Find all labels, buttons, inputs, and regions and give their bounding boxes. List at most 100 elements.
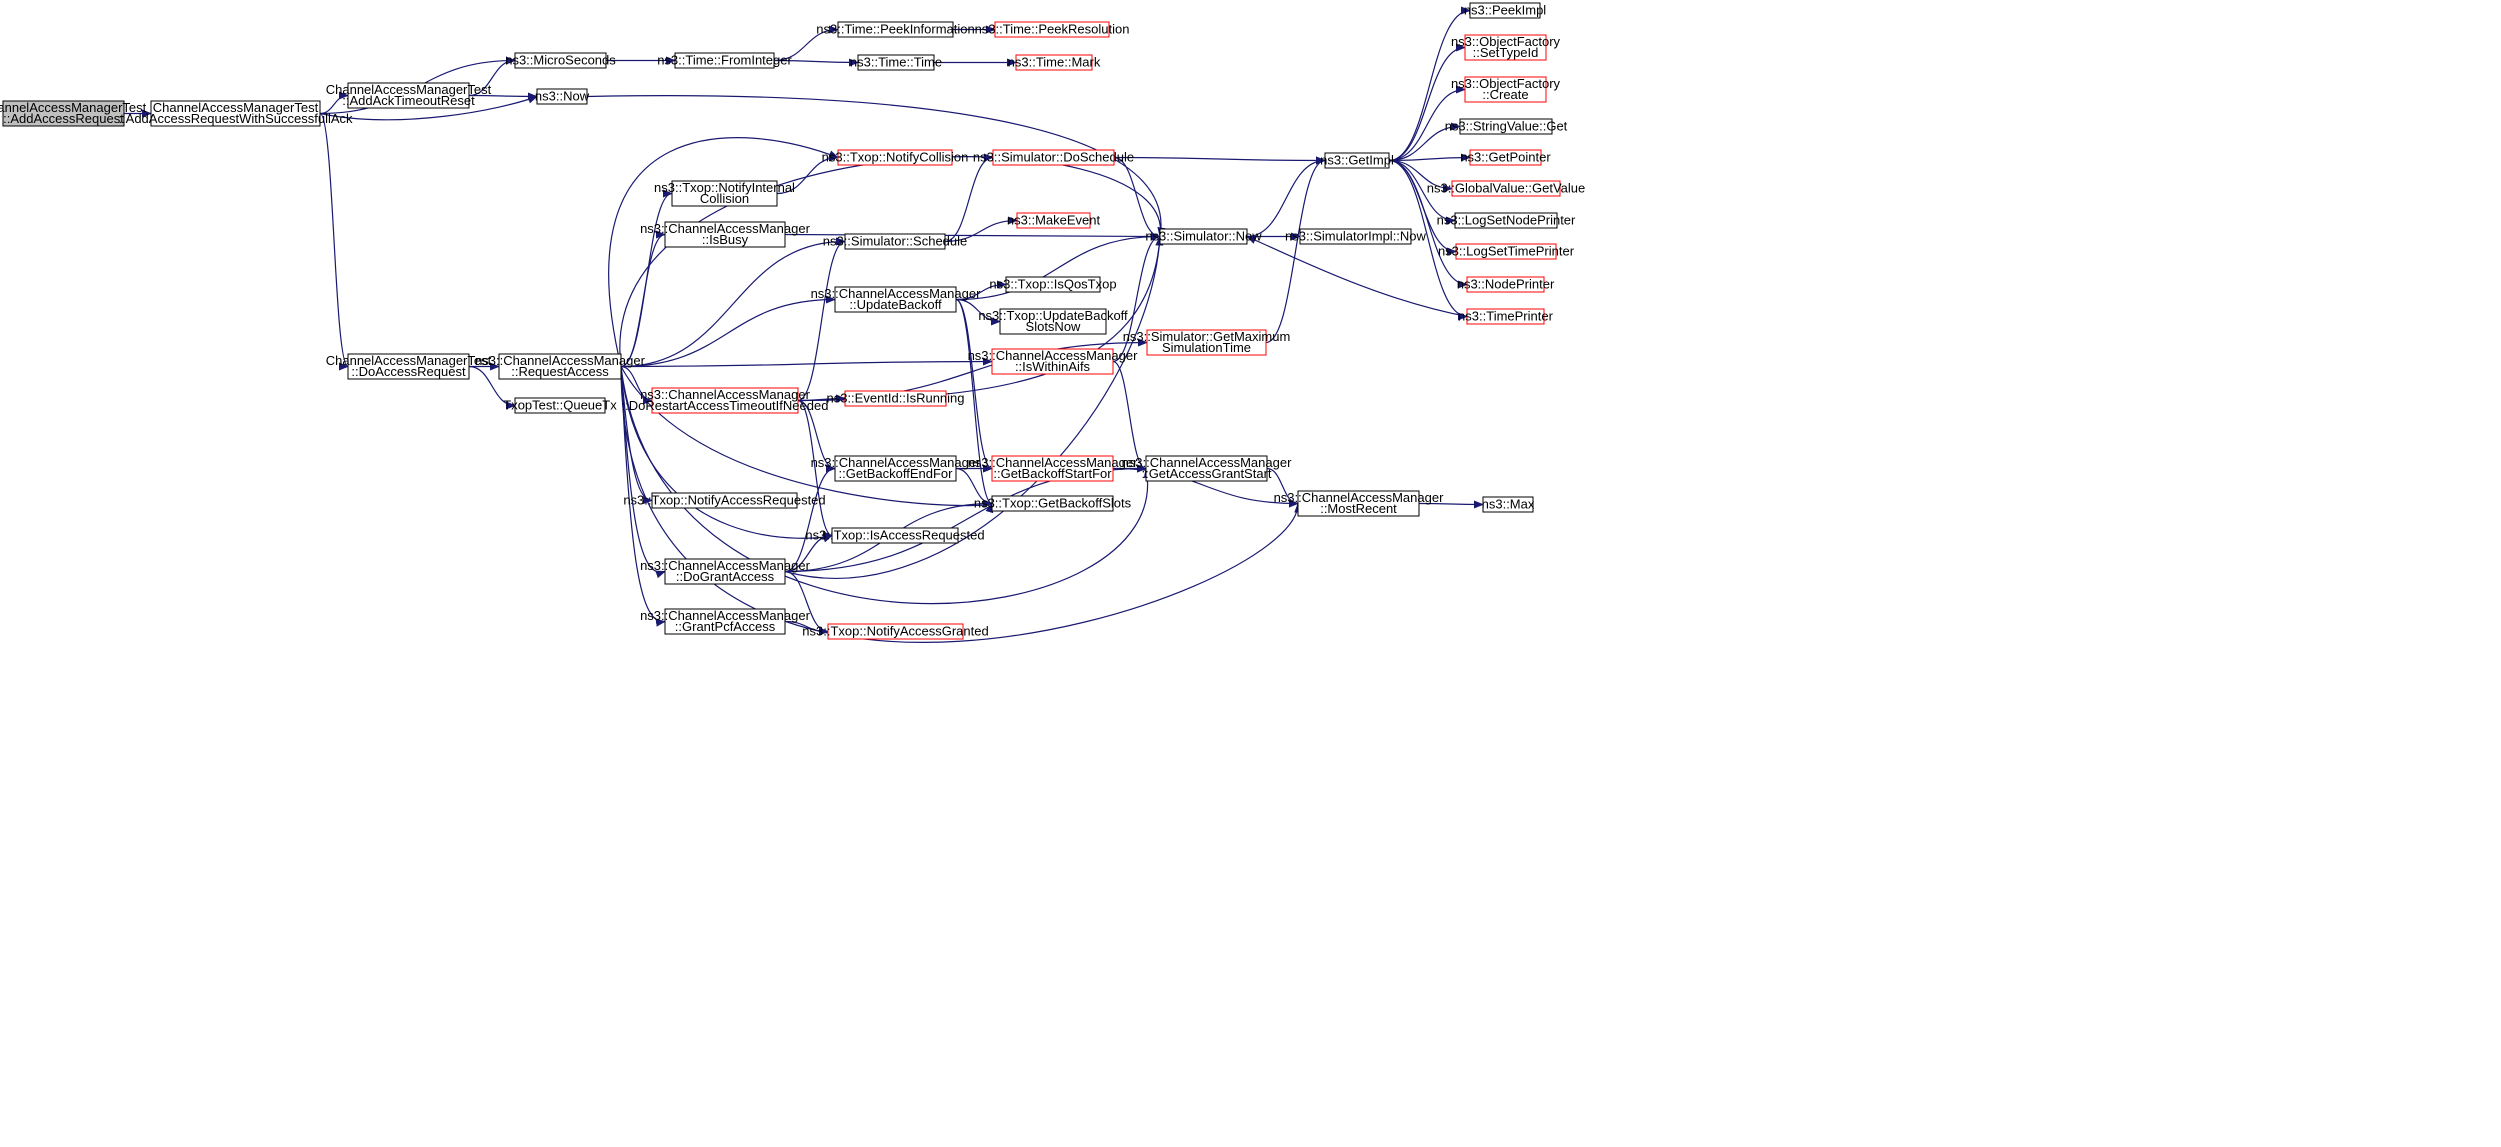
call-edge-reqaccess-to-isbusy (620, 230, 666, 368)
node-label: ::AddAccessRequestWithSuccessfullAck (118, 111, 353, 126)
node-dogrant[interactable]: ns3::ChannelAccessManager::DoGrantAccess (640, 558, 811, 585)
node-peekinfo[interactable]: ns3::Time::PeekInformation (816, 21, 975, 38)
node-label: ::RequestAccess (511, 364, 609, 379)
node-dorestart[interactable]: ns3::ChannelAccessManager::DoRestartAcce… (622, 387, 829, 414)
node-getpointer[interactable]: ns3::GetPointer (1460, 149, 1551, 166)
node-label: ns3::Max (1482, 497, 1535, 512)
node-max[interactable]: ns3::Max (1482, 496, 1535, 513)
node-getbackoffslots[interactable]: ns3::Txop::GetBackoffSlots (974, 495, 1132, 512)
node-lognode[interactable]: ns3::LogSetNodePrinter (1437, 212, 1576, 229)
node-timemark[interactable]: ns3::Time::Mark (1008, 54, 1101, 71)
node-box (837, 21, 954, 38)
node-getbackoffend[interactable]: ns3::ChannelAccessManager::GetBackoffEnd… (811, 455, 981, 482)
node-label: Collision (700, 191, 749, 206)
node-queuetx[interactable]: TxopTest::QueueTx (503, 397, 617, 414)
node-label: ns3::Time::PeekResolution (975, 22, 1130, 37)
node-label: ns3::GetImpl (1320, 153, 1394, 168)
node-frominteger[interactable]: ns3::Time::FromInteger (657, 52, 792, 69)
node-label: ns3::ChannelAccessManager (640, 221, 810, 236)
node-globalget[interactable]: ns3::GlobalValue::GetValue (1427, 180, 1586, 197)
call-edge-getimpl-to-nodeprinter (1388, 159, 1468, 289)
node-label: ns3::NodePrinter (1457, 277, 1555, 292)
node-isaccessreq[interactable]: ns3::Txop::IsAccessRequested (805, 527, 985, 544)
node-label: ::GrantPcfAccess (675, 619, 776, 634)
node-doaccess[interactable]: ChannelAccessManagerTest::DoAccessReques… (326, 353, 492, 380)
node-box (1015, 54, 1093, 71)
node-getbackoffstart[interactable]: ns3::ChannelAccessManager::GetBackoffSta… (968, 455, 1138, 482)
node-label: ns3::Time::Mark (1008, 55, 1101, 70)
node-addwithack[interactable]: ChannelAccessManagerTest::AddAccessReque… (118, 100, 353, 127)
node-microseconds[interactable]: ns3::MicroSeconds (505, 52, 616, 69)
node-mostrecent[interactable]: ns3::ChannelAccessManager::MostRecent (1274, 490, 1444, 517)
node-box (2, 100, 125, 127)
node-label: SimulationTime (1162, 340, 1251, 355)
node-settypeid[interactable]: ns3::ObjectFactory::SetTypeId (1451, 34, 1561, 61)
node-updatebackoff[interactable]: ns3::ChannelAccessManager::UpdateBackoff (811, 286, 981, 313)
node-label: ns3::Time::Time (850, 55, 942, 70)
node-box (1469, 2, 1541, 19)
node-label: ns3::LogSetNodePrinter (1437, 213, 1576, 228)
node-isrunning[interactable]: ns3::EventId::IsRunning (826, 390, 965, 407)
node-create[interactable]: ns3::ObjectFactory::Create (1451, 76, 1561, 103)
node-notifygranted[interactable]: ns3::Txop::NotifyAccessGranted (802, 623, 989, 640)
call-edge-updatebackoff-to-getbackoffslots (955, 298, 993, 508)
node-label: ns3::ChannelAccessManager (640, 387, 810, 402)
node-box (1324, 152, 1390, 169)
node-notifyreq[interactable]: ns3::Txop::NotifyAccessRequested (623, 492, 826, 509)
node-grantpcf[interactable]: ns3::ChannelAccessManager::GrantPcfAcces… (640, 608, 811, 635)
node-iswithinaifs[interactable]: ns3::ChannelAccessManager::IsWithinAifs (968, 348, 1138, 375)
node-label: ns3::StringValue::Get (1445, 119, 1568, 134)
node-box (834, 455, 957, 482)
node-schedule[interactable]: ns3::Simulator::Schedule (823, 233, 968, 250)
node-box (1464, 76, 1547, 103)
node-doschedule[interactable]: ns3::Simulator::DoSchedule (973, 149, 1134, 166)
node-box (991, 455, 1114, 482)
node-reqaccess[interactable]: ns3::ChannelAccessManager::RequestAccess (475, 353, 646, 380)
call-edge-schedule-to-makeevent (944, 216, 1018, 243)
node-isbusy[interactable]: ns3::ChannelAccessManager::IsBusy (640, 221, 811, 248)
call-edge-reqaccess-to-updatebackoff (620, 295, 836, 368)
node-getgrantstart[interactable]: ns3::ChannelAccessManager::GetAccessGran… (1122, 455, 1292, 482)
node-label: ns3::GetPointer (1460, 150, 1551, 165)
node-box (1454, 212, 1558, 229)
node-box (1299, 228, 1412, 245)
node-strget[interactable]: ns3::StringValue::Get (1445, 118, 1568, 135)
call-edge-addwithack-to-doaccess (319, 112, 349, 371)
node-box (674, 52, 775, 69)
node-isqos[interactable]: ns3::Txop::IsQosTxop (989, 276, 1117, 293)
node-label: ns3::ChannelAccessManager (968, 348, 1138, 363)
node-label: ::Create (1482, 87, 1528, 102)
node-root[interactable]: ChannelAccessManagerTest::AddAccessReque… (0, 100, 147, 127)
call-edge-doschedule-to-simnow (1113, 156, 1161, 241)
call-edge-getimpl-to-settypeid (1388, 43, 1466, 162)
call-edge-reqaccess-to-mostrecent (620, 366, 1303, 643)
call-edge-acktimeout-to-microseconds (468, 56, 516, 97)
node-logtime[interactable]: ns3::LogSetTimePrinter (1438, 243, 1575, 260)
call-edge-reqaccess-to-notifycoll (608, 137, 839, 367)
node-simimplnow[interactable]: ns3::SimulatorImpl::Now (1285, 228, 1427, 245)
node-label: ns3::Txop::NotifyCollision (822, 150, 969, 165)
node-label: ns3::ObjectFactory (1451, 76, 1561, 91)
node-label: ns3::Simulator::Now (1145, 229, 1262, 244)
node-acktimeout[interactable]: ChannelAccessManagerTest::AddAckTimeoutR… (326, 82, 492, 109)
node-label: ::DoRestartAccessTimeoutIfNeeded (622, 398, 829, 413)
node-now[interactable]: ns3::Now (535, 88, 590, 105)
call-edge-getimpl-to-strget (1388, 122, 1461, 162)
node-timeprinter[interactable]: ns3::TimePrinter (1458, 308, 1554, 325)
node-notifycoll[interactable]: ns3::Txop::NotifyCollision (822, 149, 969, 166)
node-makeevent[interactable]: ns3::MakeEvent (1007, 212, 1101, 229)
call-edge-acktimeout-to-now (468, 92, 538, 101)
node-box (664, 221, 786, 248)
node-peekres[interactable]: ns3::Time::PeekResolution (975, 21, 1130, 38)
call-edge-dorestart-to-schedule (797, 237, 846, 402)
node-nodeprinter[interactable]: ns3::NodePrinter (1457, 276, 1555, 293)
node-box (1466, 276, 1545, 293)
node-label: SlotsNow (1026, 319, 1082, 334)
node-getimpl[interactable]: ns3::GetImpl (1320, 152, 1394, 169)
node-timetime[interactable]: ns3::Time::Time (850, 54, 942, 71)
node-peekimpl[interactable]: ns3::PeekImpl (1464, 2, 1546, 19)
node-simnow[interactable]: ns3::Simulator::Now (1145, 228, 1262, 245)
